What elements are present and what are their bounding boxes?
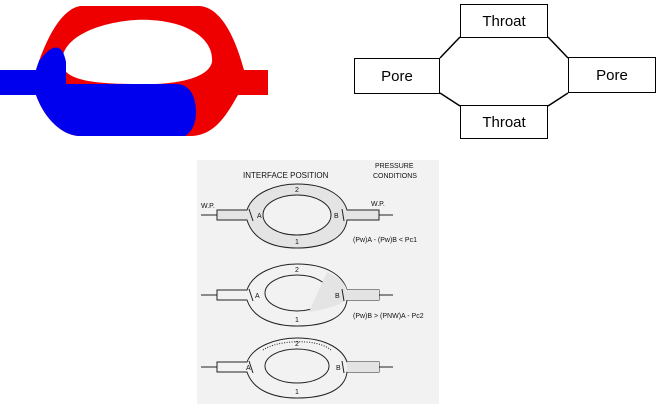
label-a-1: A	[257, 213, 262, 220]
inlet-label: W.P.	[201, 203, 215, 210]
throat-label-upper-2: 2	[295, 267, 299, 274]
header-conditions: CONDITIONS	[373, 173, 417, 180]
doublet-stage-3: A B 2 1	[201, 337, 393, 399]
label-a-3: A	[246, 365, 251, 372]
label-b-2: B	[335, 293, 340, 300]
outlet-label: W.P.	[371, 201, 385, 208]
condition-2: (Pw)B > (PNW)A - Pc2	[353, 313, 424, 320]
non-wetting-fluid	[0, 47, 196, 136]
doublet-stage-2: A B 2 1	[201, 263, 393, 327]
label-b-3: B	[336, 365, 341, 372]
doublet-stage-1: W.P. W.P. A B 2 1	[201, 183, 393, 249]
label-b-1: B	[334, 213, 339, 220]
interface-position-sketch: INTERFACE POSITION PRESSURE CONDITIONS W…	[197, 160, 439, 404]
pore-left-node: Pore	[354, 58, 440, 94]
label-a-2: A	[255, 293, 260, 300]
header-interface-position: INTERFACE POSITION	[243, 171, 329, 180]
header-pressure: PRESSURE	[375, 163, 414, 170]
network-connectors	[439, 36, 569, 107]
sketch-drawing: INTERFACE POSITION PRESSURE CONDITIONS W…	[201, 163, 424, 399]
doublet-simulation	[0, 6, 268, 136]
throat-label-upper-1: 2	[295, 187, 299, 194]
throat-label-lower-1: 1	[295, 239, 299, 246]
throat-label-lower-2: 1	[295, 317, 299, 324]
throat-label-lower-3: 1	[295, 389, 299, 396]
simulation-panel	[0, 0, 268, 140]
pore-throat-network: Throat Pore Pore Throat	[348, 0, 660, 145]
throat-top-node: Throat	[460, 4, 548, 38]
throat-bottom-node: Throat	[460, 105, 548, 139]
pore-right-node: Pore	[568, 57, 656, 93]
throat-label-upper-3: 2	[295, 341, 299, 348]
condition-1: (Pw)A - (Pw)B < Pc1	[353, 237, 417, 244]
